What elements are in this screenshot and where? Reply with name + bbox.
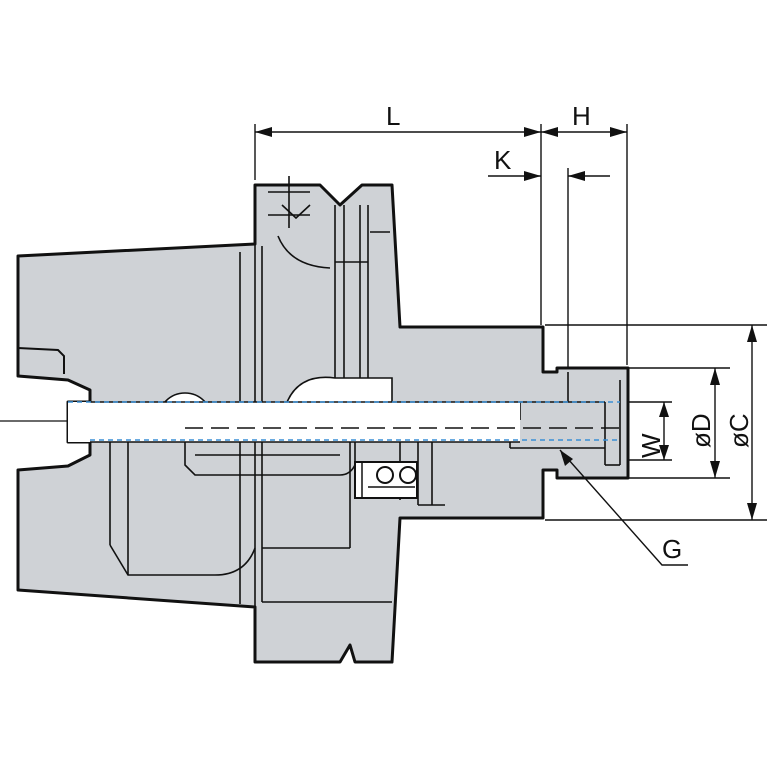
bearing (354, 461, 418, 499)
label-G: G (662, 534, 682, 564)
label-L: L (386, 101, 400, 131)
label-K: K (494, 145, 512, 175)
drive-notch (17, 347, 65, 374)
central-bore (68, 402, 520, 442)
label-C: øC (724, 413, 754, 448)
label-W: W (636, 433, 666, 458)
arrowheads (255, 127, 757, 520)
label-D: øD (686, 413, 716, 448)
label-H: H (572, 101, 591, 131)
